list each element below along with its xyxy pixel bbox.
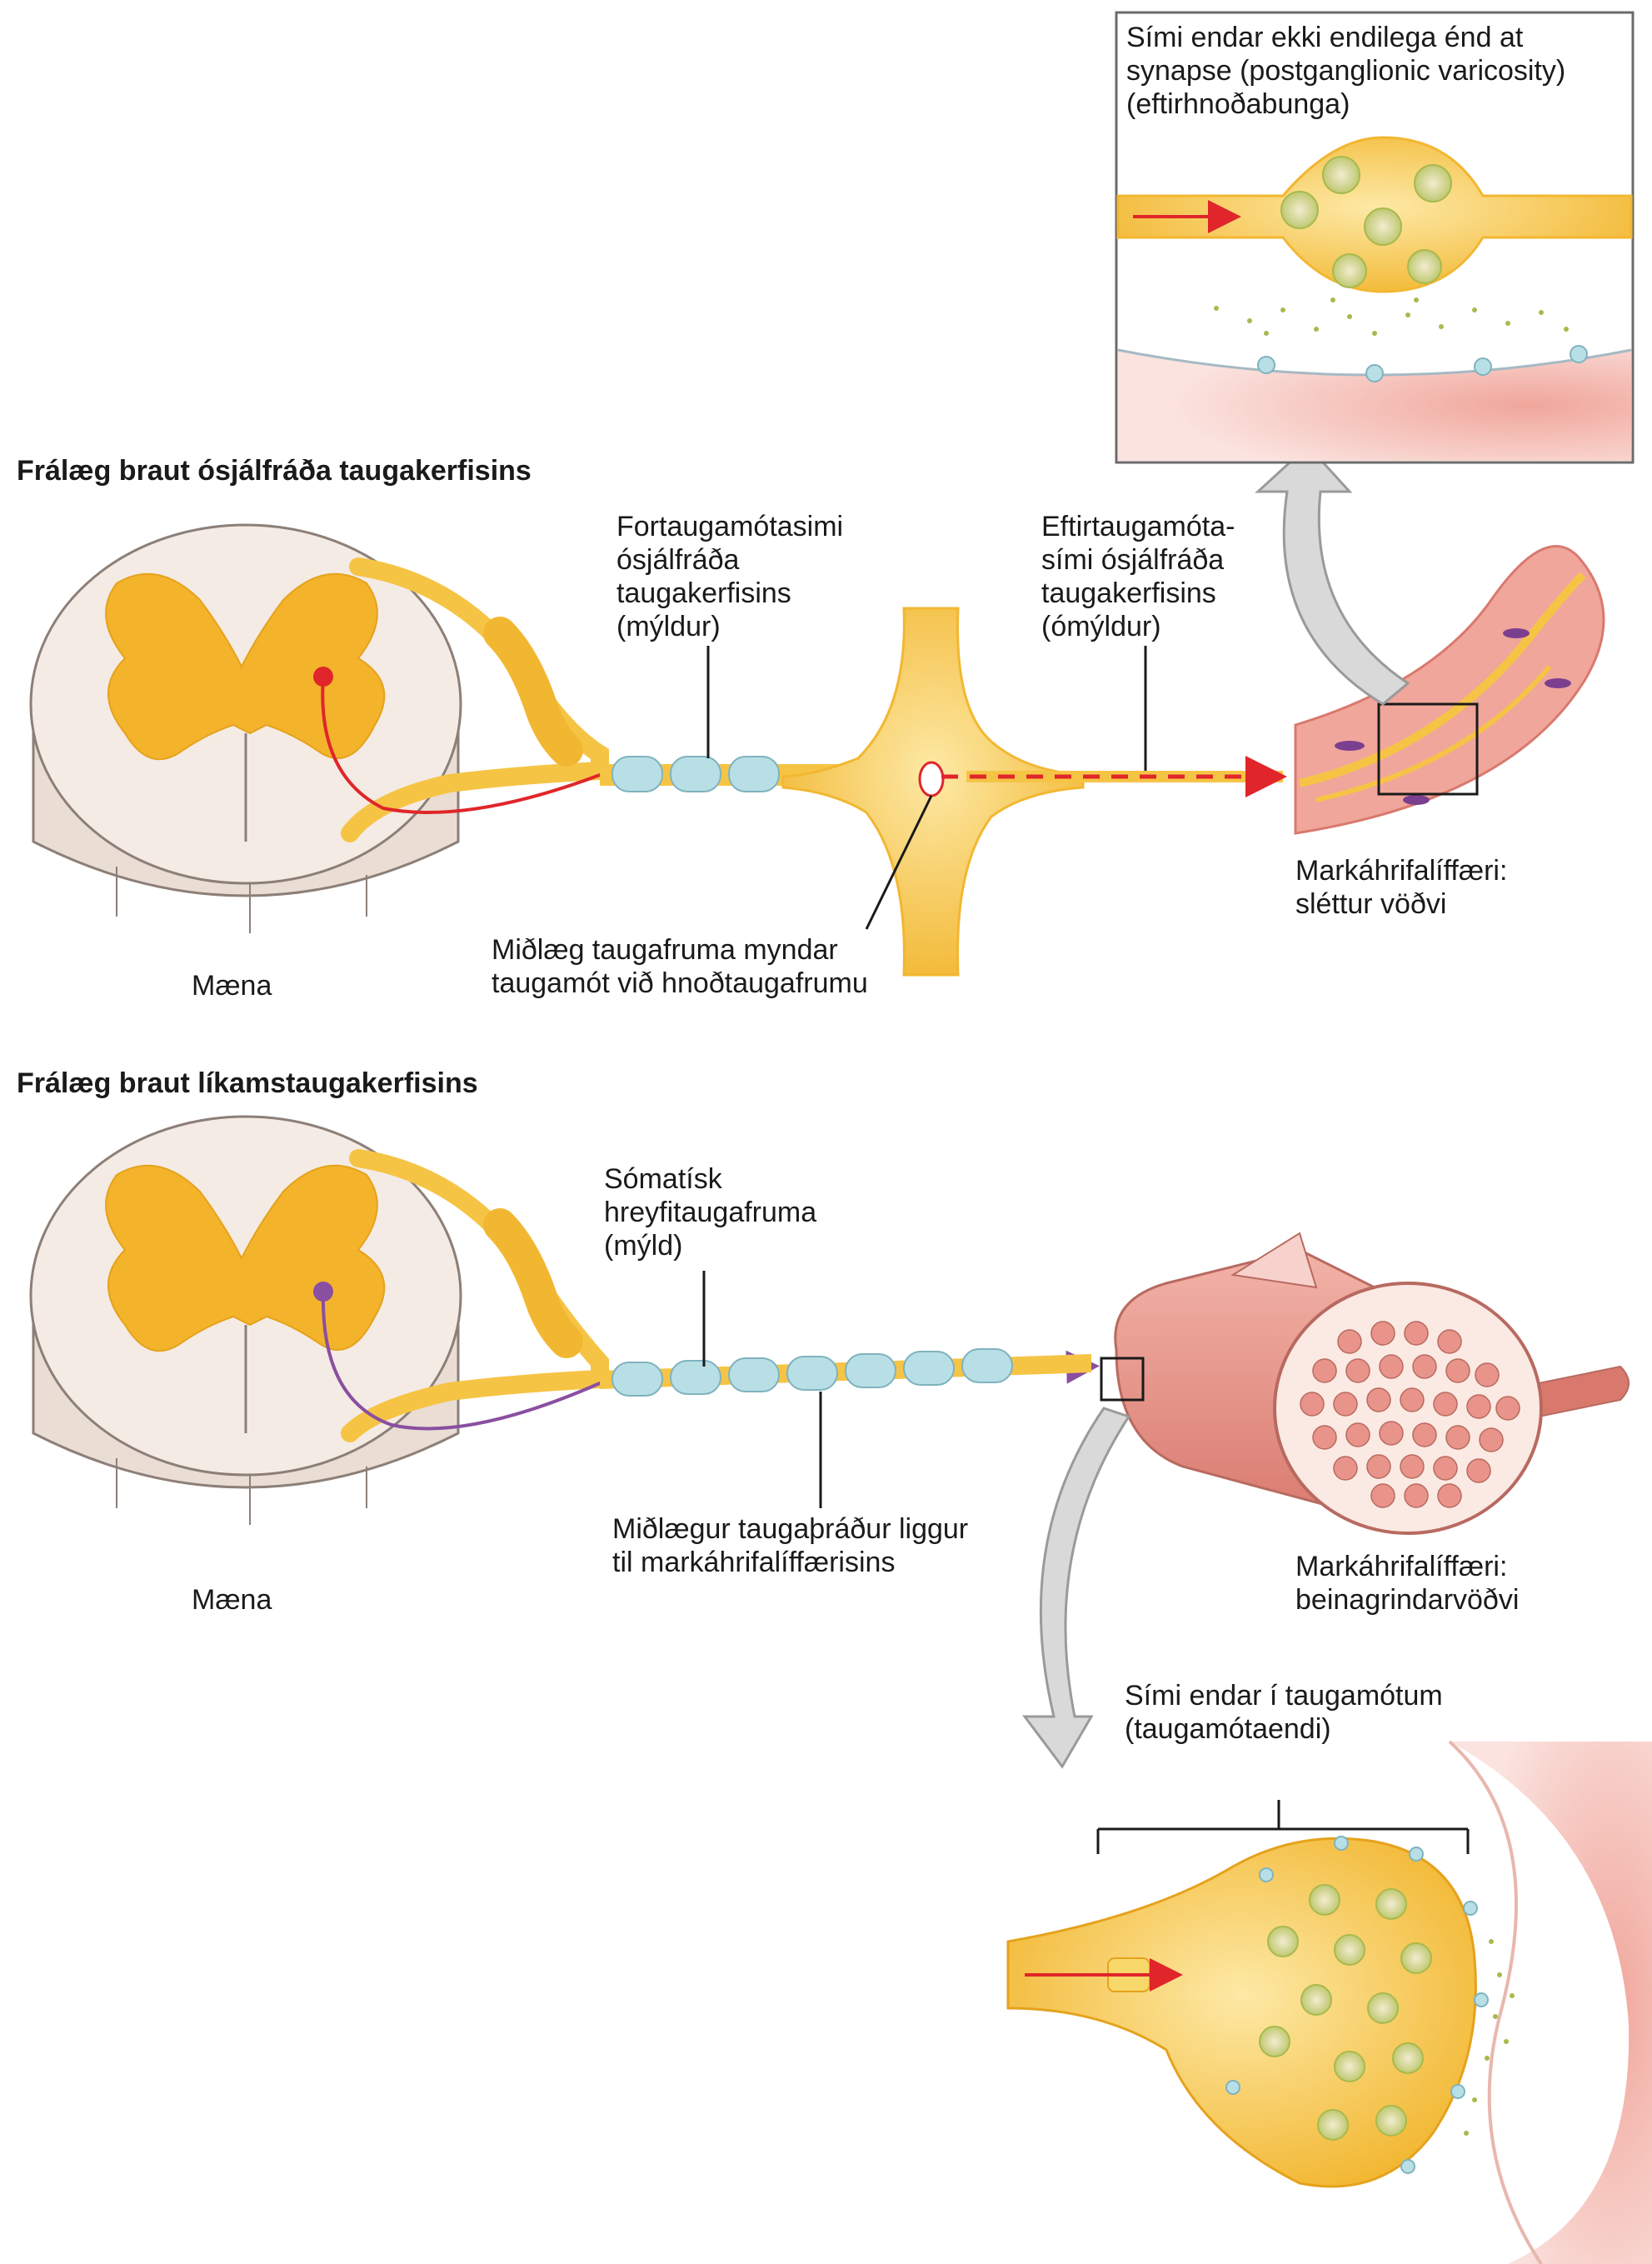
somatic-pathway-title: Frálæg braut líkamstaugakerfisins (17, 1067, 478, 1099)
leader-central-neuron (865, 795, 933, 930)
central-neuron-label: Miðlæg taugafruma myndar taugamót við hn… (492, 934, 868, 999)
autonomic-signal-line (321, 676, 950, 814)
postganglionic-label: Eftirtaugamóta- sími ósjálfráða taugaker… (1041, 511, 1235, 642)
autonomic-pathway-title: Frálæg braut ósjálfráða taugakerfisins (17, 455, 532, 487)
varicosity-inset (1115, 11, 1635, 464)
somatic-signal-line (321, 1291, 1100, 1431)
callout-arrow-nmj (1022, 1407, 1131, 1769)
spinal-cord-bottom (29, 1115, 609, 1525)
smooth-muscle-label: Markáhrifalíffæri: sléttur vöðvi (1295, 855, 1508, 920)
central-axon-label: Miðlægur taugaþráður liggur til markáhri… (612, 1513, 969, 1578)
zoom-box-smooth-muscle (1377, 702, 1479, 796)
varicosity-label: Sími endar ekki endilega énd at synapse … (1126, 22, 1566, 120)
skeletal-muscle-label: Markáhrifalíffæri: beinagrindarvöðvi (1295, 1551, 1520, 1616)
somatic-motor-label: Sómatísk hreyfitaugafruma (mýld) (604, 1163, 817, 1262)
spinal-cord-label-bottom: Mæna (192, 1584, 272, 1616)
nmj-label: Sími endar í taugamótum (taugamótaendi) (1125, 1680, 1443, 1745)
spinal-cord-top (29, 523, 609, 933)
skeletal-muscle (1100, 1232, 1630, 1535)
zoom-box-skeletal-muscle (1100, 1357, 1145, 1402)
smooth-muscle-vessel (1294, 545, 1605, 835)
neuromuscular-junction (1006, 1740, 1652, 2264)
nmj-bracket (1096, 1800, 1470, 1854)
preganglionic-label: Fortaugamótasimi ósjálfráða taugakerfisi… (616, 511, 844, 642)
autonomic-ganglion (781, 607, 1085, 977)
spinal-cord-label-top: Mæna (192, 970, 272, 1002)
somatic-axon (600, 1348, 1091, 1397)
